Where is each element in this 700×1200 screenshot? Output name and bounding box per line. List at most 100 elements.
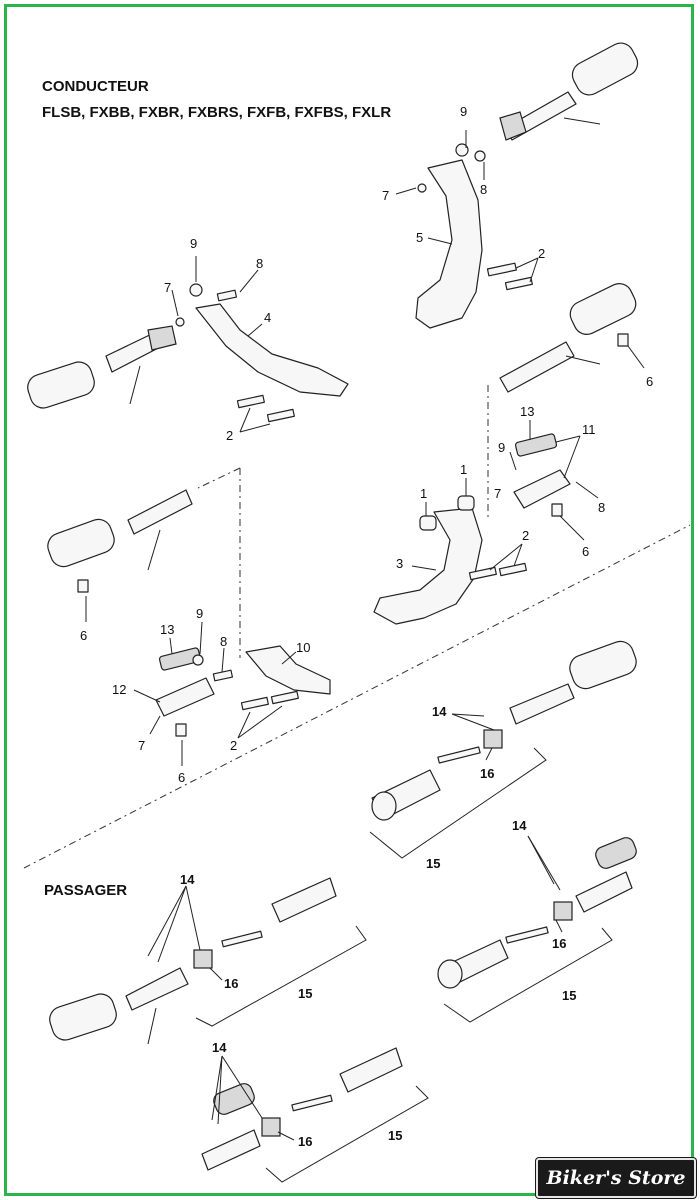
callout-label: 6 <box>646 374 653 389</box>
callout-label: 7 <box>164 280 171 295</box>
mount-block <box>193 949 213 969</box>
passenger-peg-clevis <box>339 1047 403 1093</box>
part-10-mount-bracket <box>245 645 331 695</box>
callout-label: 9 <box>190 236 197 251</box>
mount-block <box>553 901 573 921</box>
section-divider <box>23 524 691 869</box>
callout-label: 13 <box>160 622 174 637</box>
screw <box>504 276 533 291</box>
callout-label: 7 <box>138 738 145 753</box>
callout-label: 2 <box>522 528 529 543</box>
callout-label: 16 <box>298 1134 312 1149</box>
spring-clip <box>455 143 469 157</box>
peg-end <box>437 959 463 989</box>
footpeg-rubber <box>27 361 95 409</box>
washer <box>417 183 427 193</box>
callout-label: 15 <box>562 988 576 1003</box>
callout-label: 14 <box>432 704 447 719</box>
footpeg-support <box>155 677 215 717</box>
footpeg-support <box>201 1129 261 1171</box>
diagram-frame <box>4 4 694 1196</box>
mount-block <box>483 729 503 749</box>
passenger-footpeg-group-4 <box>201 1047 429 1183</box>
passenger-peg-clevis <box>271 877 337 923</box>
callout-label: 10 <box>296 640 310 655</box>
screw <box>236 394 265 409</box>
valve <box>551 503 563 517</box>
bolt <box>505 926 549 944</box>
part-4-mount-bracket <box>195 303 349 397</box>
passenger-footpeg-group-3 <box>49 877 367 1045</box>
valve <box>77 579 89 593</box>
mount-block <box>261 1117 281 1137</box>
callout-label: 8 <box>220 634 227 649</box>
callout-label: 15 <box>388 1128 402 1143</box>
model-list: FLSB, FXBB, FXBR, FXBRS, FXFB, FXFBS, FX… <box>42 104 392 121</box>
footpeg-rubber <box>571 42 639 96</box>
footpeg-rubber <box>213 1083 255 1115</box>
footpeg-rubber <box>49 993 117 1041</box>
valve <box>617 333 629 347</box>
section-title-driver: CONDUCTEUR <box>42 78 149 95</box>
spring-clip <box>192 654 204 666</box>
callout-label: 3 <box>396 556 403 571</box>
callout-label: 6 <box>582 544 589 559</box>
callout-label: 16 <box>552 936 566 951</box>
footpeg-support <box>513 469 571 509</box>
bolt <box>291 1094 333 1112</box>
spring-clip <box>189 283 203 297</box>
driver-footboard-assembly-left <box>47 489 331 766</box>
valve <box>175 723 187 737</box>
pivot-pin <box>474 150 486 162</box>
callout-label: 2 <box>230 738 237 753</box>
callout-label: 6 <box>178 770 185 785</box>
callout-label: 7 <box>494 486 501 501</box>
pivot-pin <box>216 289 238 302</box>
footpeg-shaft <box>509 683 575 725</box>
screw <box>240 696 269 711</box>
callout-label: 11 <box>582 422 596 437</box>
screw <box>486 262 517 277</box>
bolt <box>221 930 263 948</box>
callout-label: 15 <box>298 986 312 1001</box>
callout-label: 8 <box>256 256 263 271</box>
washer <box>175 317 185 327</box>
callout-label: 16 <box>480 766 494 781</box>
callout-label: 2 <box>538 246 545 261</box>
bolt <box>437 746 481 764</box>
screw <box>468 566 497 581</box>
footpeg-rubber <box>569 640 637 690</box>
footpeg-rubber <box>47 518 115 568</box>
part-3-mount-bracket <box>373 507 483 625</box>
driver-footpeg-assembly-top-right <box>395 42 639 329</box>
passenger-footpeg-group-2 <box>437 835 637 1023</box>
callout-label: 5 <box>416 230 423 245</box>
footpeg-clevis <box>147 325 177 351</box>
callout-label: 15 <box>426 856 440 871</box>
callout-label: 14 <box>512 818 527 833</box>
rubber-pad <box>514 433 558 457</box>
screw <box>498 562 527 577</box>
callout-label: 1 <box>460 462 467 477</box>
callout-label: 14 <box>180 872 195 887</box>
callout-label: 12 <box>112 682 126 697</box>
callout-label: 14 <box>212 1040 227 1055</box>
footpeg-shaft <box>127 489 193 535</box>
callout-label: 9 <box>498 440 505 455</box>
callout-label: 8 <box>598 500 605 515</box>
callout-label: 9 <box>196 606 203 621</box>
section-title-passenger: PASSAGER <box>44 882 128 899</box>
part-5-mount-bracket <box>415 159 483 329</box>
callout-label: 8 <box>480 182 487 197</box>
driver-footboard-assembly-right <box>373 283 645 625</box>
pivot-pin <box>212 669 234 682</box>
footpeg-shaft <box>499 341 575 393</box>
screw <box>266 408 295 423</box>
driver-footpeg-assembly-left <box>27 256 349 433</box>
bushing <box>457 495 475 511</box>
callout-label: 4 <box>264 310 271 325</box>
callout-labels: 9 8 7 5 2 9 8 7 4 2 6 13 11 9 1 1 7 8 6 … <box>80 104 653 1149</box>
passenger-footpeg-group-1 <box>369 640 637 859</box>
bushing <box>419 515 437 531</box>
